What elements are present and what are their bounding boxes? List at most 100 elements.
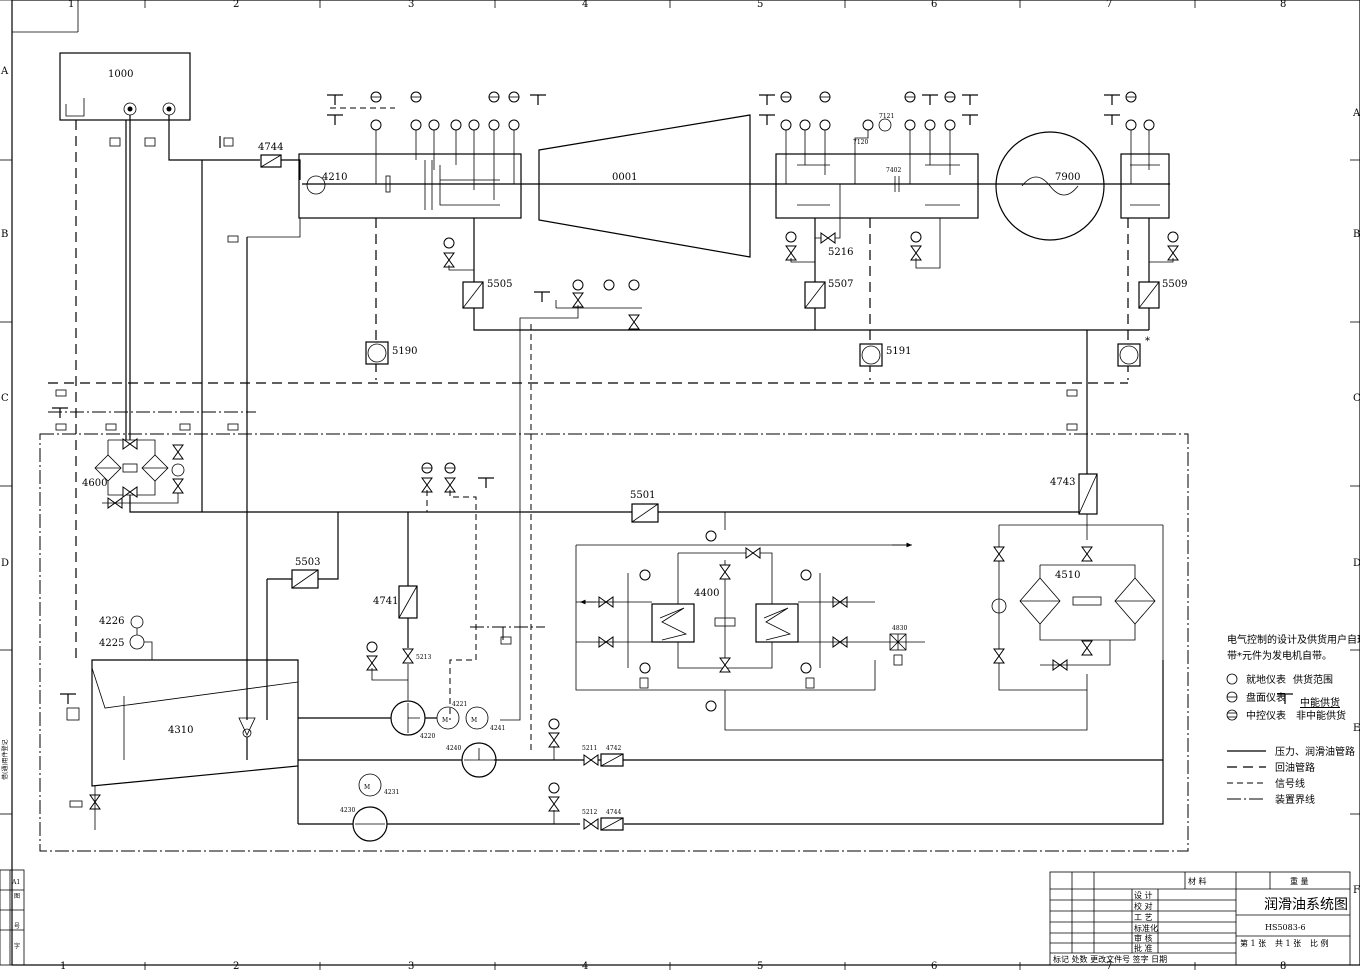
row-label-b-right: B <box>1353 229 1360 240</box>
svg-text:7120: 7120 <box>853 139 868 146</box>
svg-text:0001: 0001 <box>612 172 637 183</box>
svg-text:4744: 4744 <box>258 142 283 153</box>
sight-glass-5190: 5190 <box>365 341 417 365</box>
svg-text:7402: 7402 <box>886 167 901 174</box>
svg-text:5507: 5507 <box>828 279 853 290</box>
svg-text:字: 字 <box>14 942 20 950</box>
front-instruments <box>326 91 547 200</box>
svg-text:5212: 5212 <box>582 809 597 816</box>
filter-5505: 5505 <box>462 279 512 309</box>
svg-text:5216: 5216 <box>828 247 853 258</box>
side-strip: A1 图 号 字 借(通)用件登记 <box>0 739 25 966</box>
svg-text:7121: 7121 <box>879 113 894 120</box>
col-label-1-bottom: 1 <box>60 961 66 970</box>
svg-text:5190: 5190 <box>392 346 417 357</box>
col-label-5: 5 <box>757 0 763 10</box>
svg-text:4230: 4230 <box>340 807 355 814</box>
note-line-1: 电气控制的设计及供货用户自理; <box>1227 633 1360 646</box>
rear-instruments <box>1103 91 1155 184</box>
svg-text:盘面仪表: 盘面仪表 <box>1246 691 1286 704</box>
col-label-2: 2 <box>233 0 239 10</box>
row-label-b: B <box>1 229 8 240</box>
svg-text:借(通)用件登记: 借(通)用件登记 <box>1 739 9 780</box>
svg-text:M: M <box>442 717 448 724</box>
svg-text:号: 号 <box>14 923 20 930</box>
note-line-2: 带*元件为发电机自带。 <box>1227 649 1332 662</box>
mid-instruments: 7121 7120 <box>758 91 979 184</box>
row-label-a: A <box>0 66 9 77</box>
motor-heater-4226: 4226 4225 <box>99 615 153 660</box>
svg-text:*: * <box>1145 336 1150 347</box>
svg-text:第 1 张: 第 1 张 <box>1240 938 1266 948</box>
row-label-c: C <box>1 393 9 404</box>
strainer-4830: 4830 <box>875 625 925 666</box>
svg-text:中控仪表: 中控仪表 <box>1246 709 1286 722</box>
filter-5503: 5503 <box>291 557 320 589</box>
header-instruments <box>500 279 642 750</box>
svg-text:5213: 5213 <box>416 654 431 661</box>
row-label-d: D <box>1 558 9 569</box>
svg-text:A1: A1 <box>11 879 20 886</box>
svg-text:5505: 5505 <box>487 279 512 290</box>
svg-text:材 料: 材 料 <box>1188 876 1207 886</box>
cooler-4400: 4400 <box>575 512 1088 731</box>
sight-glass-5191: 5191 <box>859 343 911 367</box>
svg-text:就地仪表: 就地仪表 <box>1246 673 1286 686</box>
svg-text:非中能供货: 非中能供货 <box>1296 709 1346 722</box>
svg-text:4240: 4240 <box>446 745 461 752</box>
row-label-f-right: F <box>1353 885 1360 896</box>
svg-text:图: 图 <box>14 893 20 900</box>
row-label-e-right: E <box>1353 723 1360 734</box>
valve-5213: 5213 <box>402 648 431 664</box>
svg-text:4741: 4741 <box>373 596 398 607</box>
turbine-0001: 0001 <box>538 114 751 258</box>
valve-5216: 5216 <box>815 184 853 258</box>
svg-text:重 量: 重 量 <box>1290 876 1309 886</box>
valve-4741: 4741 <box>373 585 418 619</box>
valve-5212-4744: 5212 4744 <box>582 809 624 831</box>
svg-text:4830: 4830 <box>892 625 907 632</box>
bearing-housing-front: 4210 <box>298 153 522 219</box>
valve-4744-top: 4744 <box>258 142 283 168</box>
unit-boundary <box>39 433 1189 852</box>
drawing-number: HS5083-6 <box>1265 923 1306 932</box>
svg-text:4220: 4220 <box>420 733 435 740</box>
valve-4743: 4743 <box>1050 473 1098 515</box>
valve-5211-4742: 5211 4742 <box>582 745 624 767</box>
svg-text:7900: 7900 <box>1055 172 1080 183</box>
col-label-7: 7 <box>1106 0 1112 10</box>
col-label-1: 1 <box>68 0 74 10</box>
svg-text:M: M <box>364 784 370 791</box>
central-instrument-icon <box>1226 709 1238 721</box>
duplex-filter-4600: 4600 <box>82 438 1080 513</box>
col-label-3-bottom: 3 <box>408 961 414 970</box>
svg-text:4210: 4210 <box>322 172 347 183</box>
vibration-probe-7121-icon <box>878 118 892 132</box>
col-label-5-bottom: 5 <box>757 961 763 970</box>
col-label-4: 4 <box>582 0 588 10</box>
svg-text:比 例: 比 例 <box>1310 938 1329 948</box>
svg-text:批 准: 批 准 <box>1134 943 1153 953</box>
svg-text:M: M <box>471 717 477 724</box>
bearing-housing-mid: 7402 <box>775 153 979 219</box>
row-label-a-right: A <box>1352 108 1360 119</box>
motor-4221: M 4221 <box>436 701 467 730</box>
drawing-title: 润滑油系统图 <box>1264 896 1348 913</box>
row-label-c-right: C <box>1353 393 1360 404</box>
col-label-6: 6 <box>931 0 937 10</box>
filter-5507: 5507 <box>804 279 853 309</box>
svg-text:4221: 4221 <box>452 701 467 708</box>
svg-text:工 艺: 工 艺 <box>1134 913 1153 922</box>
col-label-2-bottom: 2 <box>233 961 239 970</box>
svg-text:4400: 4400 <box>694 588 719 599</box>
svg-text:5503: 5503 <box>295 557 320 568</box>
generator-7900: 7900 <box>995 131 1105 241</box>
svg-text:回油管路: 回油管路 <box>1275 761 1315 774</box>
col-label-8-bottom: 8 <box>1280 961 1286 970</box>
svg-text:供货范围: 供货范围 <box>1293 673 1333 686</box>
filter-5501: 5501 <box>630 490 659 523</box>
svg-text:4744: 4744 <box>606 809 621 816</box>
svg-text:标准化: 标准化 <box>1134 923 1158 933</box>
filter-5509: 5509 <box>1138 279 1187 309</box>
col-label-8: 8 <box>1280 0 1286 10</box>
